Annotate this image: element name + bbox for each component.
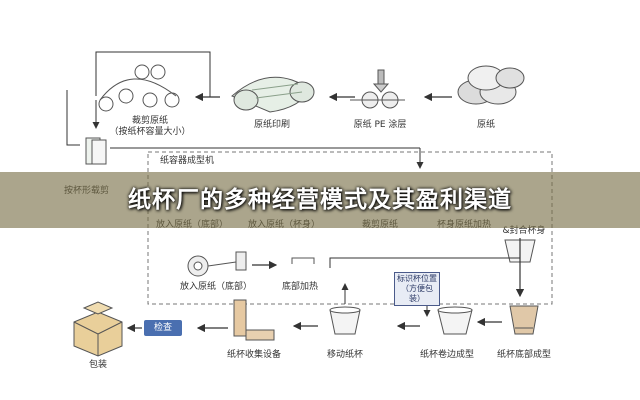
collect-equipment-illustration [233,299,275,341]
base-forming-illustration [509,305,539,335]
cut-blanks-illustration [85,137,107,165]
label-move: 移动纸杯 [326,350,364,360]
label-base-form: 纸杯底部成型 [496,350,552,360]
label-feed-base-2: 放入原纸（底部） [179,282,253,292]
label-packing: 包装 [88,360,108,370]
inspect-step: 检查 [144,320,182,336]
label-seal: &封合杯身 [502,226,546,236]
label-base-heat: 底部加热 [281,282,319,292]
label-pe-coating: 原纸 PE 涂层 [353,120,407,130]
label-collect: 纸杯收集设备 [226,350,282,360]
moving-cup-illustration [329,306,361,335]
printing-illustration [231,76,315,113]
paper-rolls-illustration [457,65,525,105]
title-banner [0,172,640,228]
label-die-cut-note: （按纸杯容量大小） [109,127,191,137]
pe-coating-illustration [350,69,405,109]
banner-title: 纸杯厂的多种经营模式及其盈利渠道 [128,187,512,213]
label-printing: 原纸印刷 [253,120,291,130]
package-boxes-illustration [73,301,123,357]
position-tag: 标识杯位置（方便包装） [394,272,440,306]
label-die-cut: 裁剪原纸 [131,116,169,126]
die-cut-illustration [98,64,180,112]
label-curl: 纸杯卷边成型 [419,350,475,360]
curl-forming-illustration [437,306,473,335]
feed-base-illustration [187,251,247,277]
label-paper-roll: 原纸 [476,120,496,130]
machine-title: 纸容器成型机 [160,156,215,166]
machine-frame [147,151,553,305]
